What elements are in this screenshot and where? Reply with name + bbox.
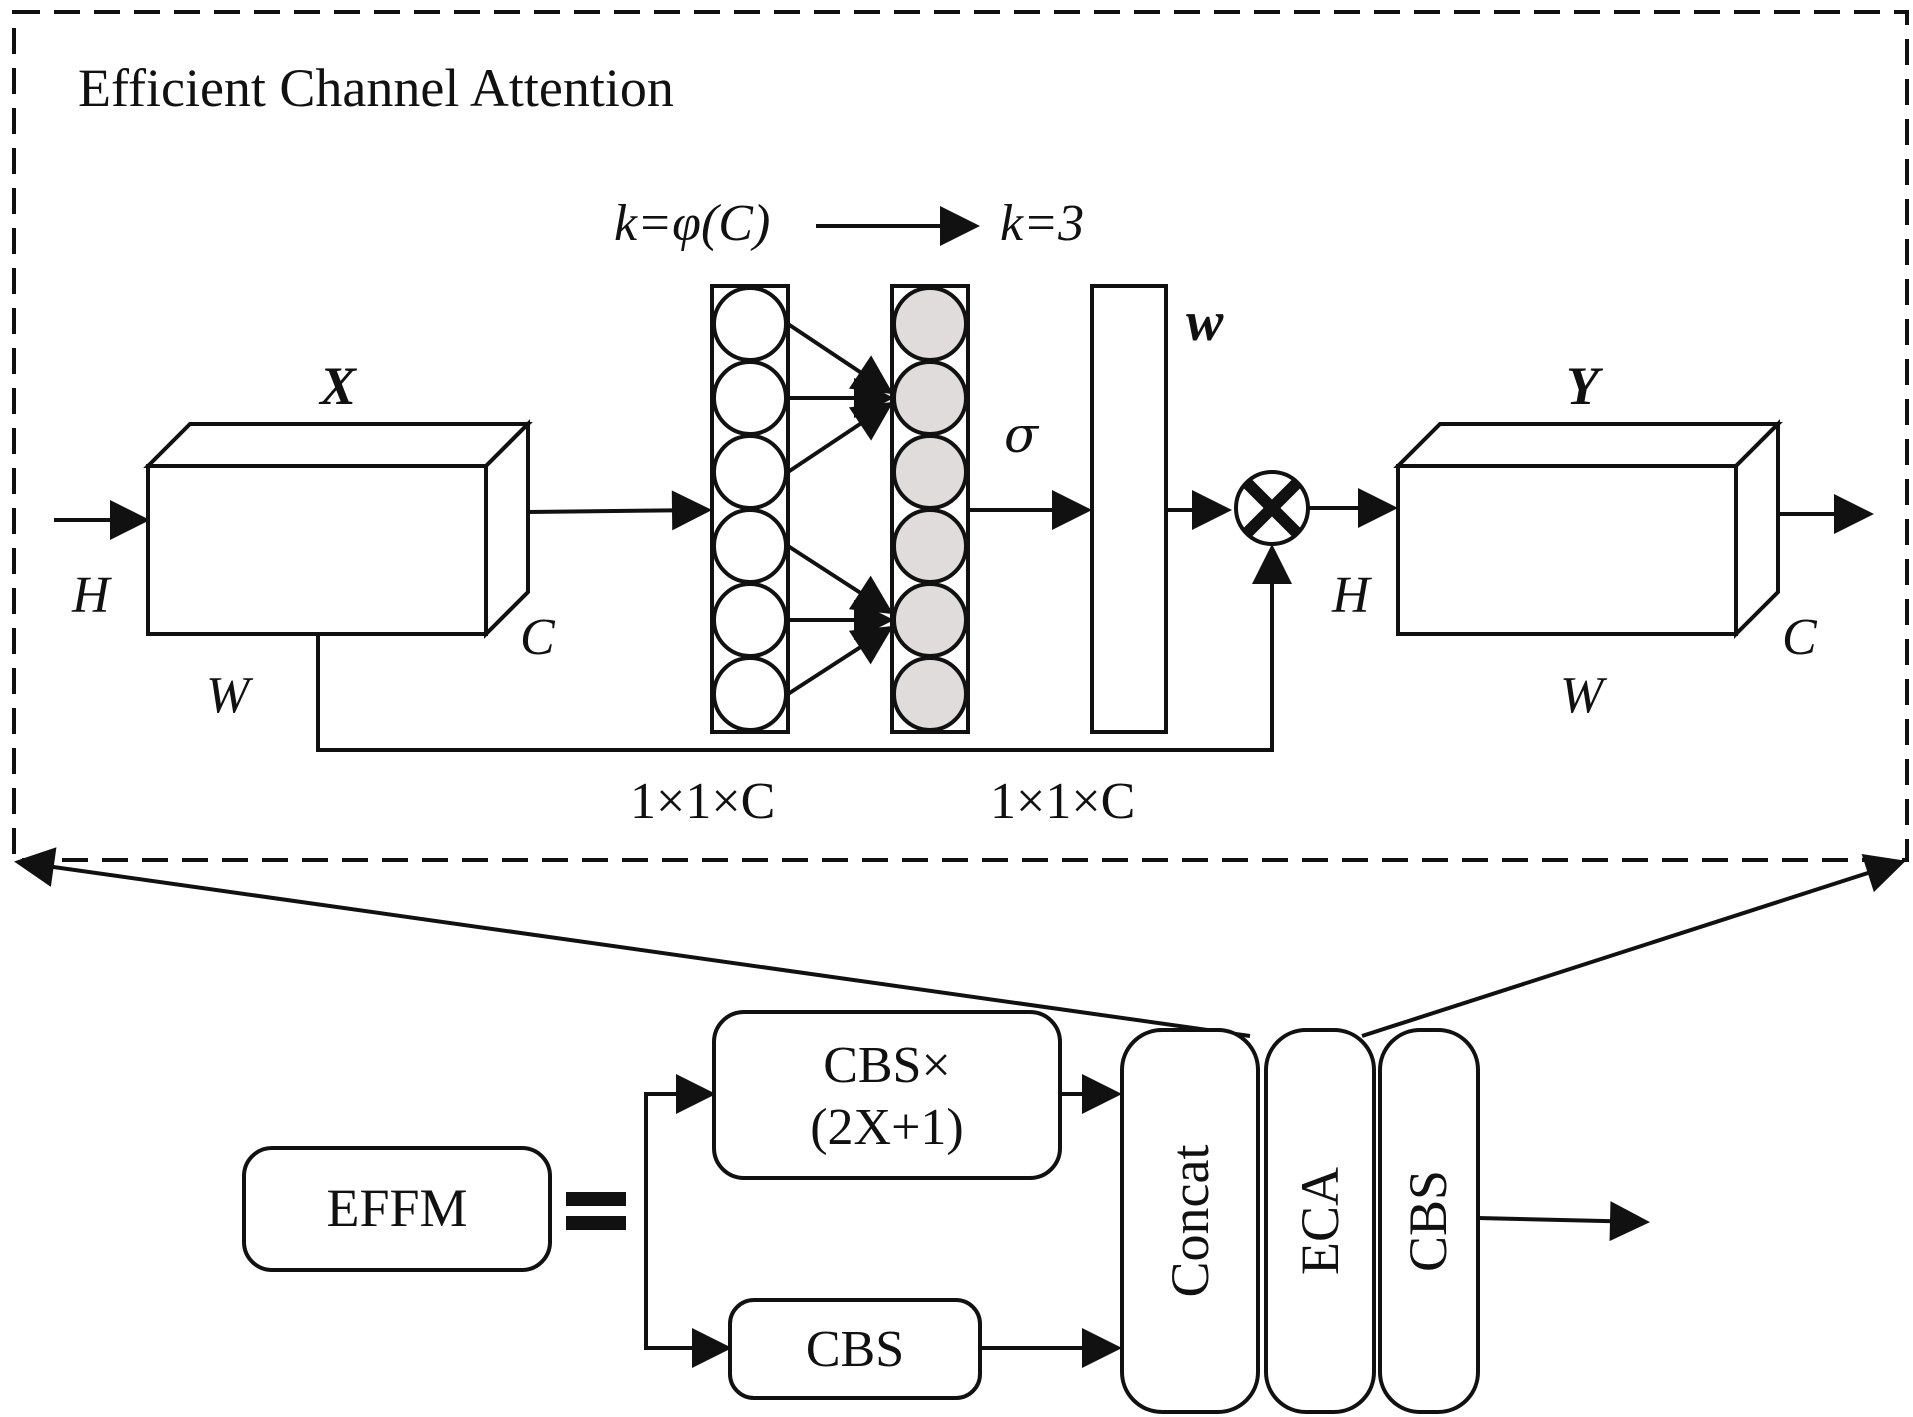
effm-box — [242, 1146, 552, 1272]
eca-label: ECA — [1290, 1167, 1350, 1275]
cbs-branch-label: CBS — [806, 1321, 904, 1378]
tensor-y — [1393, 419, 1783, 639]
tensor-y-w-label: W — [1560, 667, 1608, 724]
concat-label: Concat — [1160, 1145, 1220, 1298]
conv1d-arrows — [786, 322, 894, 696]
cbs-repeat-line1: CBS× — [823, 1037, 951, 1094]
weight-vector — [1090, 284, 1168, 734]
dim-label-weights: 1×1×C — [990, 773, 1135, 830]
cbs-final-block — [1378, 1028, 1480, 1414]
tensor-x-c-label: C — [520, 609, 556, 666]
formula-left: k=φ(C) — [614, 195, 770, 252]
formula-right: k=3 — [1000, 195, 1084, 252]
tensor-y-label: Y — [1566, 356, 1604, 416]
sigma-label: σ — [1004, 406, 1040, 464]
expand-line-right — [1361, 854, 1906, 1038]
conv-output-vector — [890, 284, 970, 734]
tensor-x-label: X — [318, 356, 358, 416]
eca-dashed-frame — [12, 10, 1909, 862]
equals-icon — [566, 1192, 626, 1230]
eca-title: Efficient Channel Attention — [78, 58, 674, 118]
pooled-vector — [710, 284, 790, 734]
weight-label: w — [1186, 291, 1224, 353]
skip-connection — [316, 544, 1292, 752]
final-output-arrow — [1477, 1201, 1650, 1242]
tensor-y-c-label: C — [1782, 609, 1818, 666]
expand-line-left — [14, 847, 1251, 1038]
arrow-to-pool — [527, 490, 712, 531]
cbs-repeat-line2: (2X+1) — [810, 1099, 964, 1156]
effm-label: EFFM — [326, 1178, 467, 1238]
tensor-x-h-label: H — [71, 567, 112, 624]
eca-block — [1264, 1028, 1376, 1414]
multiply-icon — [1234, 470, 1310, 546]
concat-block — [1120, 1028, 1260, 1414]
tensor-y-h-label: H — [1331, 567, 1372, 624]
cbs-final-label: CBS — [1398, 1170, 1458, 1272]
tensor-x-w-label: W — [206, 667, 254, 724]
tensor-x — [143, 419, 533, 639]
dim-label-pooled: 1×1×C — [630, 773, 775, 830]
